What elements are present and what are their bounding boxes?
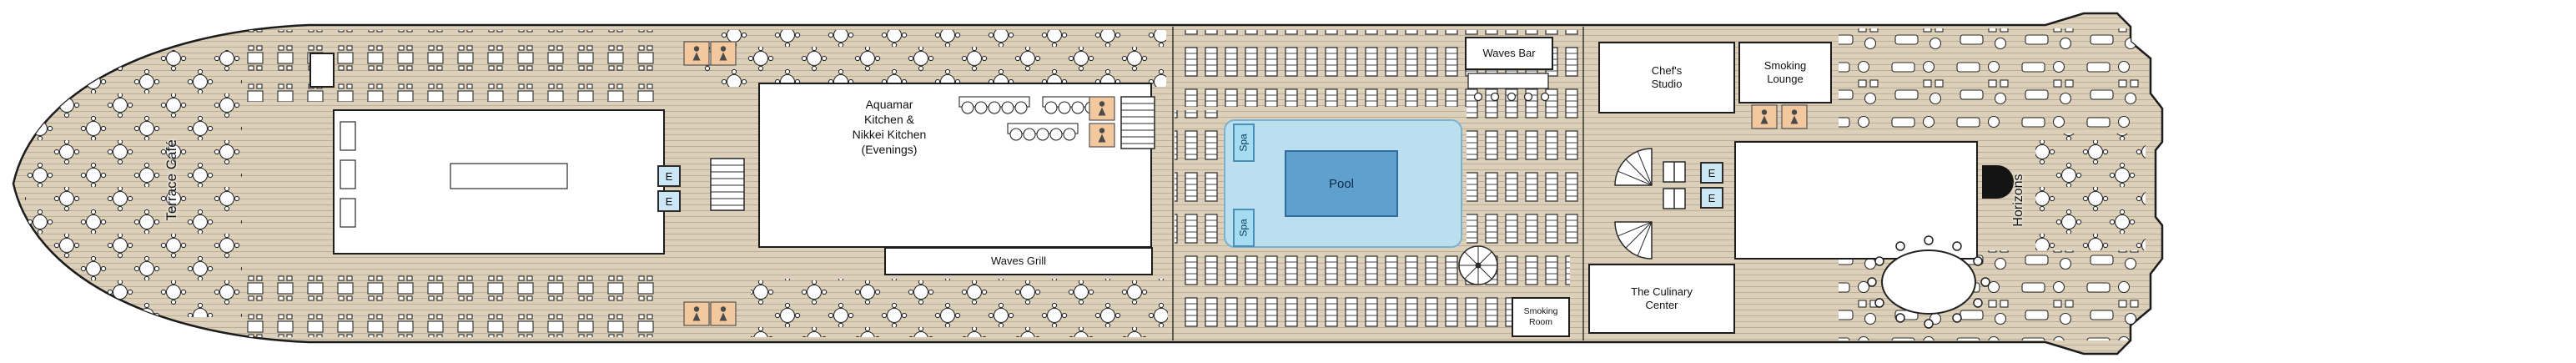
culinary-center-room: The Culinary Center [1588, 264, 1735, 334]
spa-whirlpool-forward: Spa [1233, 124, 1255, 162]
waves-bar-label: Waves Bar [1482, 47, 1536, 60]
spa-whirlpool-aft: Spa [1233, 209, 1255, 247]
aquamar-line: Aquamar [865, 97, 913, 111]
terrace-cafe-buffet-counters [340, 121, 568, 228]
chefs-studio-room: Chef's Studio [1598, 42, 1735, 113]
tables-zone-bottom-middle [751, 279, 1168, 337]
restroom-icon [683, 301, 710, 326]
smoking-lounge-room: Smoking Lounge [1738, 42, 1832, 103]
restroom-icon [710, 301, 737, 326]
horizons-seating-top [1839, 28, 2144, 134]
restroom-icon [1781, 104, 1808, 129]
bar-counter-icon [1467, 73, 1550, 102]
elevator: E [657, 190, 681, 212]
tables-zone-top-left [244, 30, 661, 102]
elevator-label: E [1708, 191, 1716, 204]
restroom-icon [1751, 104, 1778, 129]
forward-annex-room [309, 53, 335, 88]
aquamar-nikkei-kitchen-label: Aquamar Kitchen & Nikkei Kitchen (Evenin… [802, 93, 977, 160]
restroom-icon [683, 41, 710, 66]
elevator-label: E [665, 169, 673, 183]
restroom-icon [1089, 96, 1115, 121]
bow-terrace-seating-zone [25, 50, 242, 317]
smoking-room: Smoking Room [1512, 297, 1570, 337]
midship-corridor-room [1734, 141, 1978, 260]
waves-grill-room: Waves Grill [884, 247, 1153, 275]
spa-label: Spa [1237, 134, 1250, 152]
chefs-studio-label: Studio [1651, 78, 1683, 90]
loungers-zone-pool-left [1175, 110, 1221, 250]
tables-zone-top-middle [699, 30, 1166, 87]
buffet-counter-icon [1007, 123, 1079, 141]
pool: Pool [1285, 150, 1398, 217]
restroom-icon [1089, 123, 1115, 148]
waves-grill-label: Waves Grill [991, 255, 1046, 268]
smoking-lounge-label: Lounge [1767, 73, 1804, 85]
terrace-cafe-label: Terrace Café [164, 139, 179, 221]
elevator-car-icon [1663, 161, 1686, 209]
piano-icon [1982, 165, 2014, 199]
restroom-icon [710, 41, 737, 66]
loungers-zone-pool-right [1467, 100, 1582, 247]
waves-bar-room: Waves Bar [1465, 37, 1553, 70]
aquamar-line: Kitchen & [864, 112, 914, 126]
smoking-room-label: Smoking [1523, 306, 1558, 317]
horizons-seating-aft [2035, 134, 2146, 250]
elevator-label: E [665, 194, 673, 208]
aquamar-line: (Evenings) [861, 143, 918, 157]
aquamar-line: Nikkei Kitchen [852, 128, 927, 141]
stairs-icon [710, 158, 745, 211]
smoking-room-label: Room [1528, 317, 1552, 327]
pool-label: Pool [1328, 176, 1355, 191]
chefs-studio-label: Chef's [1651, 64, 1683, 78]
stairs-icon [1120, 96, 1155, 149]
horizons-bar-icon [1867, 235, 1990, 329]
culinary-center-label: Center [1645, 299, 1678, 311]
elevator: E [1700, 162, 1723, 184]
elevator-label: E [1708, 166, 1716, 179]
tables-zone-bottom-left [244, 265, 661, 337]
horizons-label: Horizons [2011, 174, 2025, 227]
culinary-center-label: The Culinary [1631, 285, 1693, 299]
smoking-lounge-label: Smoking [1763, 59, 1807, 73]
horizons-seating-bottom [1839, 250, 2144, 340]
elevator: E [657, 165, 681, 187]
loungers-zone-bottom [1178, 250, 1570, 339]
elevator: E [1700, 187, 1723, 209]
spiral-stairs-icon [1458, 245, 1498, 285]
spa-label: Spa [1237, 219, 1250, 237]
